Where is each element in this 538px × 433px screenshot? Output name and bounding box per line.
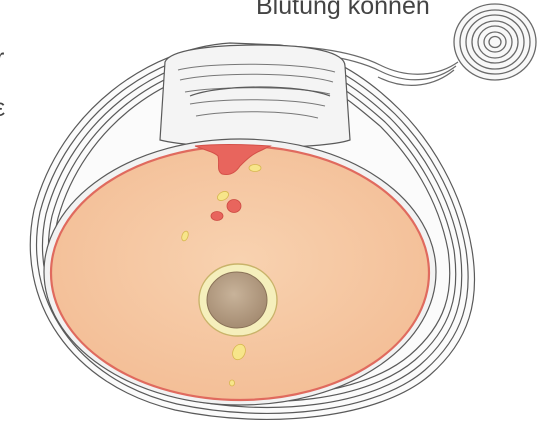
coil-spiral [454, 4, 536, 80]
upper-flap [160, 45, 350, 148]
central-nucleus [199, 264, 277, 336]
